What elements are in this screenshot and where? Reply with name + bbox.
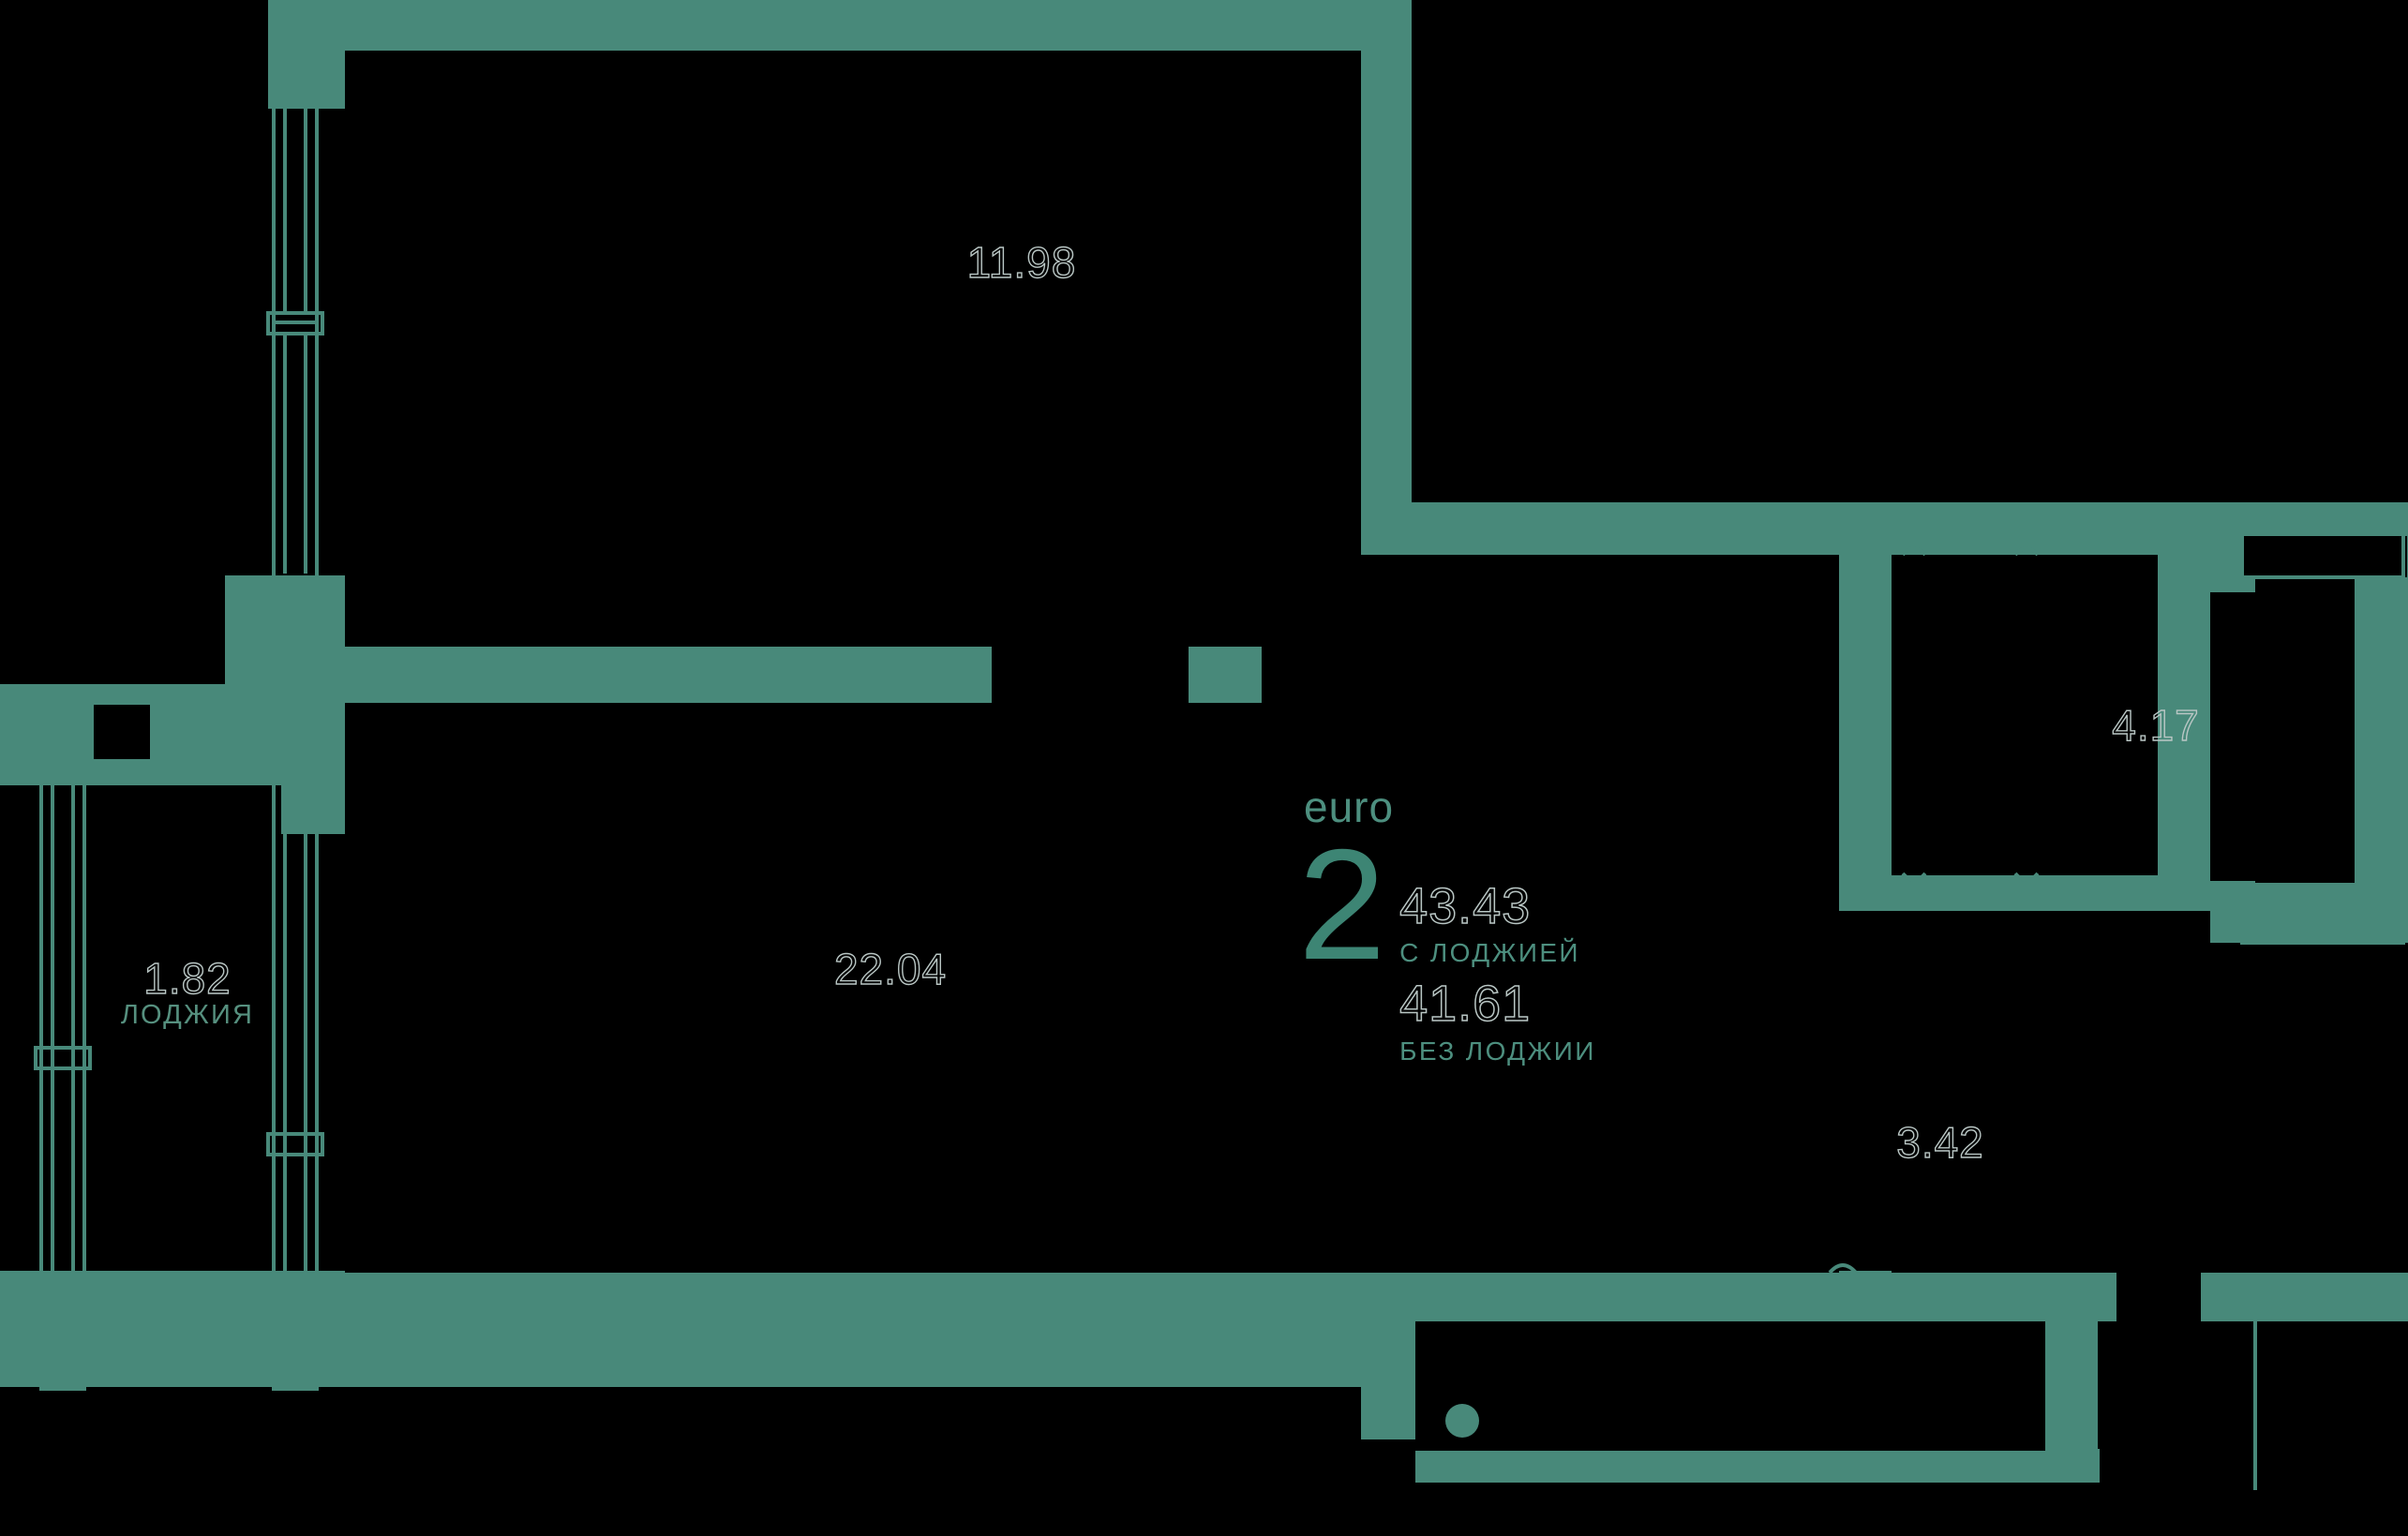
cutout-left-notch <box>94 705 150 759</box>
cutout-rightroom <box>2255 577 2355 883</box>
cutout-living <box>345 703 1363 1273</box>
window-loggia-left-mullion <box>34 1046 92 1070</box>
fixture-dot <box>1445 1404 1479 1438</box>
cutout-bedroom <box>345 51 1361 647</box>
door-notch-bath-bottom2 <box>2013 872 2040 882</box>
wall-top-bedroom <box>268 0 1393 51</box>
door-notch-bath-top2 <box>2013 546 2040 557</box>
window-bedroom-lower <box>272 321 319 585</box>
cutout-corridor <box>1262 555 1839 1273</box>
room-cutouts <box>94 51 2408 1451</box>
window-loggia-right-mullion <box>266 1132 324 1156</box>
window-rightroom-top <box>2240 532 2405 579</box>
window-right-lower <box>2240 898 2405 945</box>
wall-loggia-bedroom-link <box>225 684 349 787</box>
wall-bath-left <box>1837 532 1892 894</box>
cutout-wetzone <box>1415 1321 2045 1451</box>
wall-corridor-right-vertical <box>2156 502 2210 943</box>
cutout-rightroom-window <box>2240 536 2407 577</box>
window-loggia-right <box>272 759 319 1391</box>
window-loggia-left <box>39 759 86 1391</box>
wall-hall-right-vertical <box>2201 1271 2255 1321</box>
wall-left-junction-upper <box>225 575 349 688</box>
door-notch-bath-top <box>1901 546 1927 557</box>
wall-corridor-top <box>1211 502 2156 555</box>
window-group <box>34 75 2405 1490</box>
window-wetzone-top <box>2043 1273 2100 1320</box>
door-group <box>1828 546 2040 1275</box>
cutout-divider-door <box>992 647 1189 705</box>
cutout-loggia <box>94 785 281 1271</box>
wall-bottom-living <box>225 1271 1421 1387</box>
door-notch-wetzone <box>1828 1263 1858 1275</box>
cutout-bath <box>1892 555 2158 875</box>
wall-bedroom-right <box>1361 0 1412 506</box>
wall-above-wetzone <box>1361 1271 2116 1321</box>
wall-loggia-bottom-left <box>0 1271 281 1387</box>
door-notch-bath-bottom <box>1901 872 1927 882</box>
cutout-hall-right <box>2210 943 2408 1273</box>
window-bedroom-upper <box>272 75 319 324</box>
window-bedroom-mullion <box>266 311 324 336</box>
wall-wetzone-bottom <box>1415 1449 2100 1483</box>
cutout-hall <box>1892 911 2210 1273</box>
